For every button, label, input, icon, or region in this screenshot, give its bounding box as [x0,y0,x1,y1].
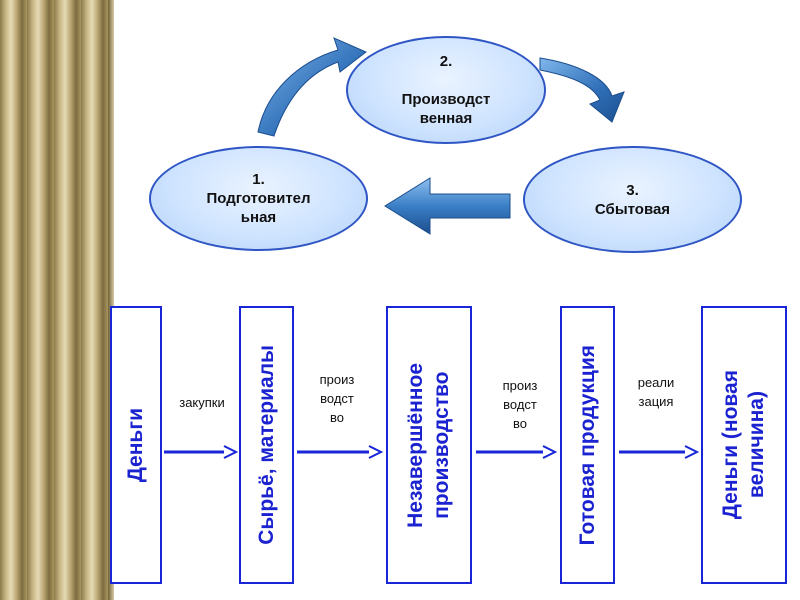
flow-arrow-3 [476,445,558,459]
curtain-edge [108,0,114,600]
flow-box-money-new-label: Деньги (новая величина) [719,370,768,520]
flow-arrow-4 [619,445,700,459]
flow-box-money-label: Деньги [124,407,147,483]
flow-arrow-2 [297,445,384,459]
transition-purchase-label: закупки [179,395,225,410]
transition-production-label-1: произ водст во [319,372,355,425]
flow-box-money: Деньги [110,306,162,584]
transition-production-label-2: произ водст во [502,378,538,431]
cycle-arrow-1-to-2 [257,37,367,137]
flow-box-raw-materials-label: Сырьё, материалы [254,345,278,545]
transition-sales-label: реали зация [637,375,675,409]
stage-preparatory: 1. Подготовител ьная [149,146,368,251]
stage-sales: 3. Сбытовая [523,146,742,253]
flow-box-finished-goods-label: Готовая продукция [575,344,599,546]
stage-production: 2. Производст венная [346,36,546,144]
flow-box-work-in-progress-label: Незавершённое производство [404,362,453,528]
flow-box-raw-materials: Сырьё, материалы [239,306,294,584]
flow-box-work-in-progress: Незавершённое производство [386,306,472,584]
cycle-arrow-3-to-1 [384,177,511,235]
flow-box-money-new: Деньги (новая величина) [701,306,787,584]
flow-box-finished-goods: Готовая продукция [560,306,615,584]
stage-production-label: 2. Производст венная [401,53,491,127]
curtain-decoration [0,0,108,600]
flow-arrow-1 [164,445,239,459]
cycle-arrow-2-to-3 [539,57,625,123]
stage-sales-label: 3. Сбытовая [594,181,671,218]
stage-preparatory-label: 1. Подготовител ьная [206,171,311,226]
